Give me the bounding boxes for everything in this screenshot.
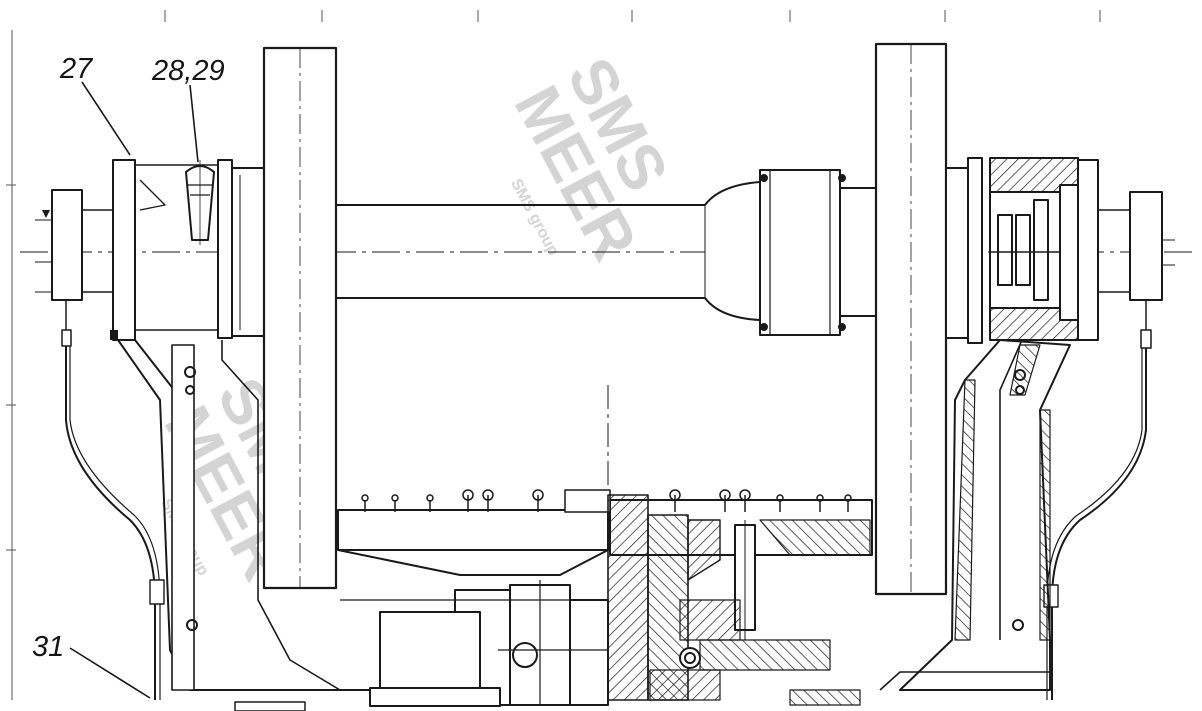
coupling (759, 169, 877, 336)
left-cable (65, 346, 156, 700)
left-housing-arm (117, 339, 370, 691)
callout-31: 31 (32, 631, 64, 663)
gear-assembly (234, 489, 873, 711)
callout-27: 27 (59, 53, 94, 85)
frame-ticks (6, 10, 1101, 700)
right-bearing-housing (989, 157, 1130, 341)
leader-31 (69, 647, 151, 699)
tapered-pin (185, 160, 215, 245)
left-sensor (35, 189, 115, 347)
right-housing (879, 339, 1071, 691)
left-bearing-flange (110, 159, 233, 341)
leader-27 (81, 81, 131, 156)
watermark-top: SMS MEER SMS group (501, 46, 683, 271)
right-cable (1051, 348, 1147, 700)
right-collar (945, 157, 983, 344)
right-sensor (1129, 191, 1175, 349)
left-collar (217, 159, 265, 339)
leader-28-29 (189, 84, 199, 163)
callout-28-29: 28,29 (151, 55, 225, 87)
main-shaft (336, 181, 761, 321)
